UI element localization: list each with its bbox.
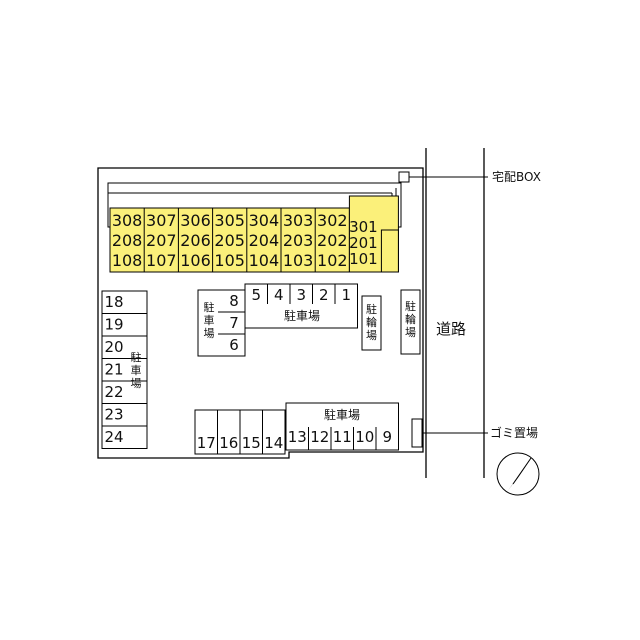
parking-space-23: 23 bbox=[104, 406, 123, 424]
unit-205: 205 bbox=[214, 231, 245, 250]
delivery-box-label: 宅配BOX bbox=[492, 169, 541, 184]
parking-space-11: 11 bbox=[333, 428, 352, 446]
unit-202: 202 bbox=[317, 231, 348, 250]
unit-302: 302 bbox=[317, 211, 348, 230]
unit-307: 307 bbox=[146, 211, 177, 230]
parking-left: 18 19 20 21 22 23 24 駐車場 bbox=[101, 290, 148, 449]
parking-space-14: 14 bbox=[264, 434, 283, 452]
unit-204: 204 bbox=[249, 231, 280, 250]
bike2-c3: 場 bbox=[405, 326, 416, 339]
parking-space-10: 10 bbox=[355, 428, 374, 446]
unit-305: 305 bbox=[214, 211, 245, 230]
parking-bottom-right-frame bbox=[285, 402, 399, 451]
parking-space-5: 5 bbox=[251, 286, 261, 304]
parking-top-label: 駐車場 bbox=[284, 308, 320, 323]
unit-104: 104 bbox=[249, 251, 280, 270]
bike1-c2: 輪 bbox=[366, 315, 377, 329]
parking-space-1: 1 bbox=[341, 286, 351, 304]
road-label: 道路 bbox=[436, 320, 466, 338]
unit-203: 203 bbox=[283, 231, 314, 250]
unit-106: 106 bbox=[180, 251, 211, 270]
parking-space-24: 24 bbox=[104, 428, 123, 446]
unit-308: 308 bbox=[112, 211, 143, 230]
parking-left-label: 駐車場 bbox=[131, 350, 142, 390]
parking-space-8: 8 bbox=[229, 292, 239, 310]
bicycle-parking-2 bbox=[400, 289, 421, 355]
unit-206: 206 bbox=[180, 231, 211, 250]
unit-201: 201 bbox=[349, 234, 378, 252]
parking-space-15: 15 bbox=[242, 434, 261, 452]
parking-space-13: 13 bbox=[288, 428, 307, 446]
parking-mid-left-label-char: 車 bbox=[204, 313, 215, 327]
parking-mid-left: 8 7 6 駐車場 bbox=[197, 289, 246, 357]
unit-303: 303 bbox=[283, 211, 314, 230]
parking-space-2: 2 bbox=[319, 286, 329, 304]
garbage-area bbox=[411, 418, 423, 448]
unit-103: 103 bbox=[283, 251, 314, 270]
unit-108: 108 bbox=[112, 251, 143, 270]
unit-105: 105 bbox=[214, 251, 245, 270]
unit-208: 208 bbox=[112, 231, 143, 250]
parking-space-20: 20 bbox=[104, 338, 123, 356]
parking-mid-left-label-char: 駐 bbox=[204, 300, 215, 314]
parking-space-22: 22 bbox=[104, 383, 123, 401]
parking-left-frame bbox=[101, 290, 148, 449]
parking-space-18: 18 bbox=[104, 293, 123, 311]
unit-207: 207 bbox=[146, 231, 177, 250]
parking-space-3: 3 bbox=[296, 286, 306, 304]
parking-space-4: 4 bbox=[274, 286, 284, 304]
parking-left-label-char: 駐 bbox=[131, 350, 142, 364]
unit-306: 306 bbox=[180, 211, 211, 230]
delivery-box bbox=[398, 171, 410, 183]
parking-space-12: 12 bbox=[310, 428, 329, 446]
parking-mid-left-label: 駐車場 bbox=[204, 300, 215, 340]
building: 3082081083072071073062061063052051053042… bbox=[109, 195, 399, 273]
parking-space-19: 19 bbox=[104, 316, 123, 334]
garbage-label: ゴミ置場 bbox=[490, 425, 538, 440]
parking-space-17: 17 bbox=[197, 434, 216, 452]
bicycle-parking-1-label: 駐輪場 bbox=[366, 302, 377, 342]
parking-left-label-char: 場 bbox=[131, 377, 142, 390]
bike1-c3: 場 bbox=[366, 329, 377, 342]
bicycle-parking-2-label: 駐輪場 bbox=[405, 299, 416, 339]
unit-101: 101 bbox=[349, 250, 378, 268]
unit-end-notch bbox=[380, 229, 399, 273]
north-arrow-icon bbox=[496, 452, 540, 496]
parking-space-16: 16 bbox=[219, 434, 238, 452]
parking-left-label-char: 車 bbox=[131, 363, 142, 377]
site-boundary bbox=[97, 167, 424, 459]
parking-space-6: 6 bbox=[229, 336, 239, 354]
parking-bottom-label: 駐車場 bbox=[324, 407, 360, 422]
parking-mid-left-label-char: 場 bbox=[204, 327, 215, 340]
parking-space-9: 9 bbox=[382, 428, 392, 446]
parking-space-21: 21 bbox=[104, 361, 123, 379]
unit-102: 102 bbox=[317, 251, 348, 270]
bike2-c2: 輪 bbox=[405, 312, 416, 326]
bike2-c1: 駐 bbox=[405, 299, 416, 313]
bicycle-parking-1 bbox=[361, 295, 382, 351]
bike1-c1: 駐 bbox=[366, 302, 377, 316]
parking-top-frame bbox=[244, 283, 358, 329]
unit-304: 304 bbox=[249, 211, 280, 230]
unit-301: 301 bbox=[349, 218, 378, 236]
unit-block bbox=[109, 207, 350, 273]
unit-107: 107 bbox=[146, 251, 177, 270]
parking-space-7: 7 bbox=[229, 314, 239, 332]
